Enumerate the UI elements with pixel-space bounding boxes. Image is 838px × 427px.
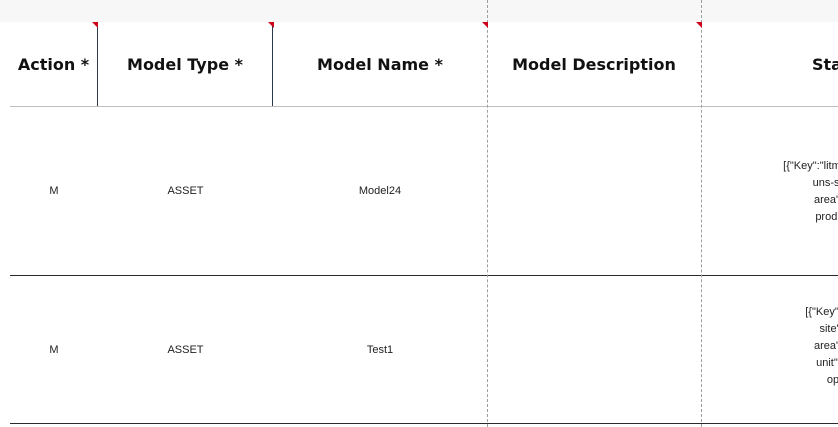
comment-flag-icon[interactable]	[696, 22, 702, 28]
cell-static-line: unit","Valu	[816, 357, 838, 369]
cell-action[interactable]: M	[10, 276, 98, 423]
header-static-partial[interactable]: Sta	[701, 22, 838, 106]
cell-action-value: M	[49, 343, 59, 356]
cell-model-type[interactable]: ASSET	[98, 276, 273, 423]
cell-model-type[interactable]: ASSET	[98, 107, 273, 275]
cell-static-line: uns-site","V	[812, 177, 838, 189]
sheet-left-gutter	[0, 22, 10, 427]
cell-static-line: production	[815, 211, 838, 223]
header-model-description[interactable]: Model Description	[487, 22, 701, 106]
header-action-label: Action *	[17, 54, 90, 74]
cell-static[interactable]: [{"Key":"Test"," site","Val area","Valu …	[701, 276, 838, 423]
header-model-description-label: Model Description	[512, 54, 676, 74]
cell-static-line: [{"Key":"Test","	[805, 306, 838, 318]
cell-static-line: area","Valu	[813, 340, 838, 352]
cell-static-line: opera	[826, 374, 838, 386]
header-model-name[interactable]: Model Name *	[273, 22, 487, 106]
cell-static-line: site","Val	[819, 323, 838, 335]
cell-model-name[interactable]: Model24	[273, 107, 487, 275]
header-action[interactable]: Action *	[10, 22, 98, 106]
cell-model-description[interactable]	[487, 276, 701, 423]
comment-flag-icon[interactable]	[482, 22, 488, 28]
header-row: Action * Model Type * Model Name * Model…	[10, 22, 838, 107]
header-model-type[interactable]: Model Type *	[98, 22, 273, 106]
cell-static-line: area","Valu	[813, 194, 838, 206]
comment-flag-icon[interactable]	[92, 22, 98, 28]
cell-action[interactable]: M	[10, 107, 98, 275]
cell-static[interactable]: [{"Key":"litmus-uns-ente uns-site","V ar…	[701, 107, 838, 275]
cell-model-description[interactable]	[487, 107, 701, 275]
header-model-name-label: Model Name *	[317, 54, 443, 74]
comment-flag-icon[interactable]	[268, 22, 274, 28]
cell-model-name[interactable]: Test1	[273, 276, 487, 423]
cell-model-type-value: ASSET	[167, 343, 204, 356]
column-divider-dashed	[487, 0, 488, 427]
cell-static-line: [{"Key":"litmus-uns-ente	[783, 160, 838, 172]
cell-model-type-value: ASSET	[167, 185, 204, 197]
spreadsheet-grid[interactable]: Action * Model Type * Model Name * Model…	[10, 22, 838, 427]
column-divider-dashed	[701, 0, 702, 427]
table-row[interactable]: M ASSET Test1 [{"Key":"Test"," site","Va…	[10, 276, 838, 424]
header-model-type-label: Model Type *	[127, 54, 243, 74]
cell-model-name-value: Model24	[358, 185, 402, 197]
cell-model-name-value: Test1	[366, 343, 394, 356]
cell-action-value: M	[49, 185, 59, 197]
table-row[interactable]: M ASSET Model24 [{"Key":"litmus-uns-ente…	[10, 107, 838, 276]
header-static-partial-label: Sta	[812, 54, 838, 74]
sheet-top-strip	[0, 0, 838, 22]
